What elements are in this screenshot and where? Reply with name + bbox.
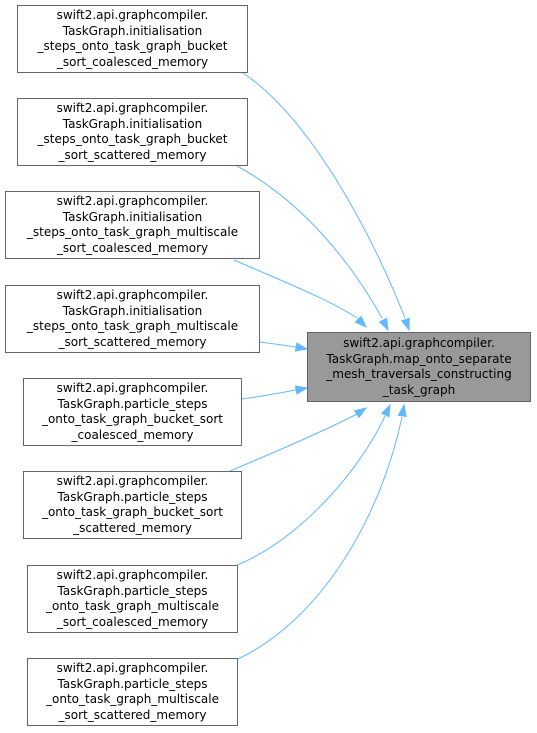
node-initialisation-multiscale-sort-scattered[interactable]: swift2.api.graphcompiler. TaskGraph.init…	[5, 285, 260, 353]
node-label-line: _onto_task_graph_bucket_sort	[41, 412, 224, 426]
arrowhead-icon	[380, 403, 391, 418]
node-label-line: TaskGraph.initialisation	[62, 116, 203, 131]
node-label-line: swift2.api.graphcompiler.	[56, 474, 209, 488]
node-initialisation-bucket-sort-scattered[interactable]: swift2.api.graphcompiler. TaskGraph.init…	[17, 98, 248, 166]
call-edge	[236, 165, 383, 319]
node-label-line: TaskGraph.particle_steps	[57, 489, 208, 504]
call-edge	[229, 413, 358, 472]
node-particle-steps-bucket-sort-coalesced[interactable]: swift2.api.graphcompiler. TaskGraph.part…	[23, 378, 242, 446]
arrowhead-icon	[400, 317, 410, 332]
node-label-line: TaskGraph.particle_steps	[57, 396, 208, 411]
node-label-line: _onto_task_graph_multiscale	[46, 599, 219, 613]
node-label-line: swift2.api.graphcompiler.	[56, 288, 209, 302]
call-edge	[233, 259, 358, 319]
node-label-line: swift2.api.graphcompiler.	[56, 661, 209, 675]
node-label-line: TaskGraph.particle_steps	[57, 583, 208, 598]
arrowhead-icon	[354, 315, 368, 329]
node-label-line: _sort_scattered_memory	[58, 147, 207, 162]
node-label-line: _steps_onto_task_graph_multiscale	[26, 319, 239, 333]
arrowhead-icon	[378, 317, 389, 332]
node-label-line: _sort_coalesced_memory	[56, 614, 209, 629]
node-label-line: swift2.api.graphcompiler.	[343, 336, 495, 350]
arrowhead-icon	[294, 342, 309, 352]
node-label-line: _scattered_memory	[73, 520, 192, 535]
node-label-line: _steps_onto_task_graph_bucket	[37, 132, 228, 146]
call-edge	[242, 72, 406, 319]
call-edge	[234, 415, 386, 567]
node-label-line: _sort_coalesced_memory	[56, 54, 209, 69]
node-label-line: TaskGraph.map_onto_separate	[326, 351, 512, 366]
node-map-onto-separate-mesh-traversals[interactable]: swift2.api.graphcompiler. TaskGraph.map_…	[307, 332, 531, 402]
node-label-line: _task_graph	[382, 382, 456, 397]
node-label-line: swift2.api.graphcompiler.	[56, 8, 209, 22]
node-label-line: _sort_scattered_memory	[58, 707, 207, 722]
node-label-line: _coalesced_memory	[71, 427, 194, 442]
node-particle-steps-bucket-sort-scattered[interactable]: swift2.api.graphcompiler. TaskGraph.part…	[23, 471, 242, 539]
node-label-line: _steps_onto_task_graph_multiscale	[26, 225, 239, 239]
node-label-line: swift2.api.graphcompiler.	[56, 568, 209, 582]
call-edge	[237, 416, 403, 660]
call-edge	[241, 389, 297, 400]
node-label-line: TaskGraph.particle_steps	[57, 676, 208, 691]
node-label-line: _sort_coalesced_memory	[56, 240, 209, 255]
node-label-line: _mesh_traversals_constructing	[326, 367, 512, 381]
node-label-line: TaskGraph.initialisation	[62, 209, 203, 224]
node-label-line: _onto_task_graph_multiscale	[46, 692, 219, 706]
node-label-line: _steps_onto_task_graph_bucket	[37, 39, 228, 53]
node-initialisation-multiscale-sort-coalesced[interactable]: swift2.api.graphcompiler. TaskGraph.init…	[5, 191, 260, 259]
node-label-line: TaskGraph.initialisation	[62, 303, 203, 318]
node-label-line: _sort_scattered_memory	[58, 334, 207, 349]
call-edge	[259, 341, 297, 348]
node-label-line: swift2.api.graphcompiler.	[56, 381, 209, 395]
node-initialisation-bucket-sort-coalesced[interactable]: swift2.api.graphcompiler. TaskGraph.init…	[17, 5, 248, 73]
arrowhead-icon	[397, 403, 407, 418]
node-particle-steps-multiscale-sort-scattered[interactable]: swift2.api.graphcompiler. TaskGraph.part…	[27, 658, 238, 726]
arrowhead-icon	[294, 385, 309, 395]
node-label-line: swift2.api.graphcompiler.	[56, 194, 209, 208]
node-label-line: TaskGraph.initialisation	[62, 23, 203, 38]
arrowhead-icon	[353, 407, 368, 419]
node-particle-steps-multiscale-sort-coalesced[interactable]: swift2.api.graphcompiler. TaskGraph.part…	[27, 565, 238, 633]
node-label-line: _onto_task_graph_bucket_sort	[41, 505, 224, 519]
node-label-line: swift2.api.graphcompiler.	[56, 101, 209, 115]
